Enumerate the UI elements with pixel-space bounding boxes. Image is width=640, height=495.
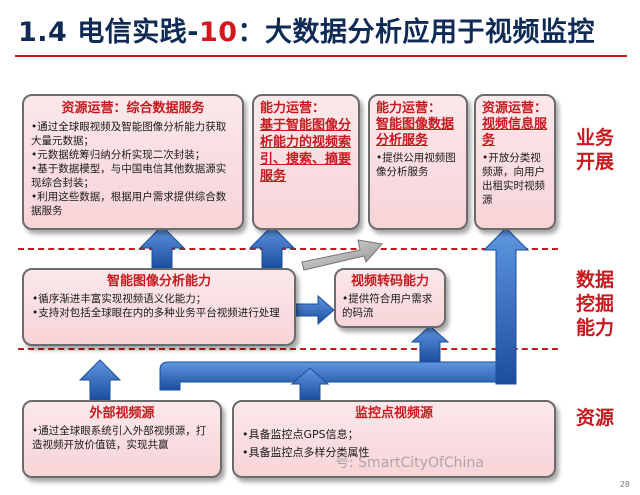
arrow-right-transcode [295, 294, 335, 326]
arrow-up-external [78, 359, 122, 401]
box-external-source-title: 外部视频源 [89, 406, 155, 421]
row-label-business: 业务 开展 [575, 127, 614, 173]
list-item: •提供符合用户需求的码流 [342, 293, 433, 319]
box-capability-b-title: 能力运营： [376, 101, 442, 116]
list-item: •通过全球眼视频及智能图像分析能力获取大量元数据； [31, 121, 227, 147]
list-item: •具备监控点GPS信息； [242, 428, 359, 441]
page-number: 28 [619, 480, 630, 489]
title-prefix: 1.4 电信实践- [18, 17, 199, 48]
arrow-up-transcode [410, 325, 450, 363]
list-item: •循序渐进丰富实现视频语义化能力； [32, 293, 207, 305]
box-external-source: 外部视频源 •通过全球眼系统引入外部视频源，打造视频开放价值链，实现共赢 [22, 400, 222, 478]
separator-business [18, 248, 558, 250]
arrow-up-capability-a [248, 225, 296, 269]
page-title: 1.4 电信实践-10：大数据分析应用于视频监控 [18, 10, 595, 49]
box-capability-a-title: 能力运营： [260, 101, 326, 116]
list-item: •元数据统筹归纳分析实现二次封装； [31, 149, 206, 161]
row-label-source: 资源 [575, 407, 614, 429]
box-video-info: 资源运营： 视频信息服务 •开放分类视频源，向用户出租实时视频源 [474, 94, 556, 230]
separator-mining [18, 348, 558, 350]
box-capability-a: 能力运营： 基于智能图像分析能力的视频索引、搜索、摘要服务 [252, 94, 360, 230]
box-image-analysis-title: 智能图像分析能力 [106, 274, 211, 289]
box-resource-ops: 资源运营：综合数据服务 •通过全球眼视频及智能图像分析能力获取大量元数据； •元… [22, 94, 244, 230]
list-item: •具备监控点多样分类属性 [242, 446, 370, 459]
watermark: 号: SmartCityOfChina [335, 455, 484, 471]
list-item: •基于数据模型，与中国电信其他数据源实现综合封装； [31, 163, 227, 189]
box-capability-a-subtitle: 基于智能图像分析能力的视频索引、搜索、摘要服务 [260, 118, 352, 184]
box-capability-b: 能力运营： 智能图像数据分析服务 •提供公用视频图像分析服务 [368, 94, 468, 230]
row-label-mining: 数据 挖掘 能力 [575, 269, 614, 339]
title-underline [15, 55, 627, 57]
arrow-up-resource-ops [138, 225, 186, 269]
box-capability-b-subtitle: 智能图像数据分析服务 [376, 117, 455, 148]
list-item: •支持对包括全球眼在内的多种业务平台视频进行处理 [32, 307, 280, 319]
title-highlight: 10 [198, 17, 238, 48]
title-suffix: ：大数据分析应用于视频监控 [237, 17, 596, 48]
box-video-info-title: 资源运营： [482, 101, 548, 116]
box-resource-ops-title: 资源运营：综合数据服务 [61, 101, 205, 116]
box-monitor-source: 监控点视频源 •具备监控点GPS信息； •具备监控点多样分类属性 [232, 400, 556, 478]
list-item: •利用这些数据，根据用户需求提供综合数据服务 [31, 191, 227, 217]
arrow-horizontal-pipe [159, 361, 497, 391]
box-monitor-source-title: 监控点视频源 [354, 406, 433, 421]
list-item: •提供公用视频图像分析服务 [376, 152, 456, 178]
list-item: •开放分类视频源，向用户出租实时视频源 [482, 152, 545, 206]
arrow-gray-diagonal [301, 239, 383, 271]
box-transcode-title: 视频转码能力 [350, 274, 429, 289]
arrow-up-video-info [482, 227, 530, 385]
box-image-analysis: 智能图像分析能力 •循序渐进丰富实现视频语义化能力； •支持对包括全球眼在内的多… [22, 268, 296, 346]
list-item: •通过全球眼系统引入外部视频源，打造视频开放价值链，实现共赢 [32, 425, 207, 451]
box-video-info-subtitle: 视频信息服务 [482, 117, 548, 148]
arrow-up-monitor [290, 367, 330, 401]
box-transcode: 视频转码能力 •提供符合用户需求的码流 [334, 268, 446, 328]
